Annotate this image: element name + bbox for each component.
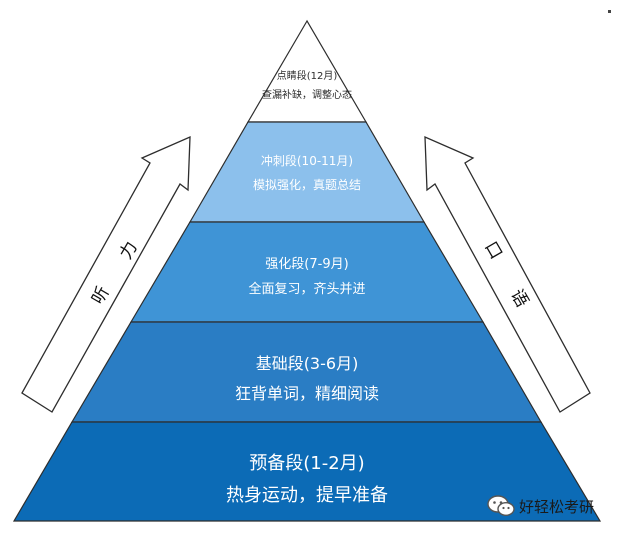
watermark: 好轻松考研 (487, 494, 594, 518)
tier-sprint-shape (188, 121, 426, 223)
right-arrow-shape (424, 135, 591, 413)
tier-strengthen-title: 强化段(7-9月) (265, 257, 348, 272)
left-arrow: 听 力 (21, 135, 191, 413)
tier-prep-subtitle: 热身运动，提早准备 (226, 485, 388, 506)
tier-sprint-title: 冲刺段(10-11月) (261, 153, 353, 168)
tier-sprint: 冲刺段(10-11月) 模拟强化，真题总结 (188, 121, 426, 223)
pyramid: 点睛段(12月) 查漏补缺，调整心态 冲刺段(10-11月) 模拟强化，真题总结… (12, 19, 602, 522)
tier-foundation-subtitle: 狂背单词，精细阅读 (235, 384, 379, 403)
tier-foundation-title: 基础段(3-6月) (256, 354, 359, 373)
tier-strengthen-shape (129, 221, 485, 323)
corner-mark (608, 10, 611, 13)
tier-peak: 点睛段(12月) 查漏补缺，调整心态 (246, 19, 368, 123)
tier-foundation: 基础段(3-6月) 狂背单词，精细阅读 (70, 321, 543, 423)
tier-prep-title: 预备段(1-2月) (249, 453, 364, 474)
left-arrow-shape (21, 135, 191, 413)
wechat-icon (487, 495, 515, 517)
tier-strengthen-subtitle: 全面复习，齐头并进 (248, 281, 365, 297)
tier-prep: 预备段(1-2月) 热身运动，提早准备 (12, 421, 602, 522)
watermark-text: 好轻松考研 (519, 497, 595, 516)
tier-strengthen: 强化段(7-9月) 全面复习，齐头并进 (129, 221, 485, 323)
tier-sprint-subtitle: 模拟强化，真题总结 (253, 178, 361, 192)
right-arrow: 口 语 (424, 135, 591, 413)
tier-prep-shape (12, 421, 602, 522)
tier-peak-title: 点睛段(12月) (277, 69, 338, 82)
tier-peak-subtitle: 查漏补缺，调整心态 (262, 88, 352, 101)
